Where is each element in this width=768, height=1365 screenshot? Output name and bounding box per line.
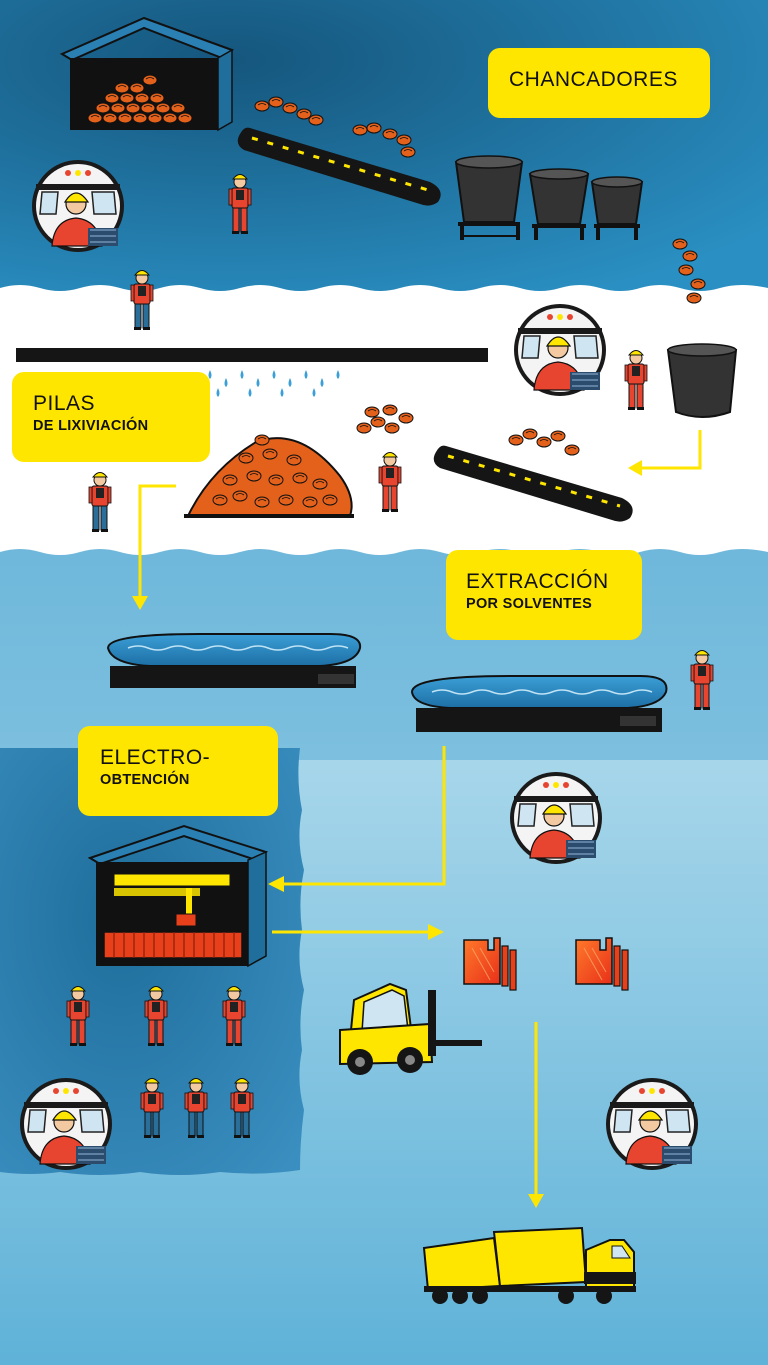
operator-icon (31, 159, 125, 253)
ore-warehouse (59, 16, 235, 132)
operator-icon (605, 1077, 699, 1171)
crusher-icon (528, 168, 590, 240)
truck-icon (422, 1226, 636, 1304)
label-chancadores-line1: CHANCADORES (509, 68, 678, 91)
pool-icon (410, 675, 668, 732)
label-extraccion-line2: POR SOLVENTES (466, 596, 593, 612)
label-extraccion: EXTRACCIÓN POR SOLVENTES (446, 550, 642, 640)
arrow-icon (272, 924, 444, 940)
pool-icon (106, 633, 362, 688)
arrow-icon (528, 1022, 544, 1208)
crushers (454, 155, 706, 304)
operator-icon (19, 1077, 113, 1171)
label-chancadores: CHANCADORES (488, 48, 710, 118)
arrow-icon (268, 746, 446, 892)
electro-building (87, 824, 269, 968)
label-electro-line2: OBTENCIÓN (100, 772, 190, 788)
conveyor-middle (433, 445, 633, 522)
label-electro-line1: ELECTRO- (100, 746, 211, 769)
label-extraccion-line1: EXTRACCIÓN (466, 570, 609, 593)
crusher-icon (454, 155, 524, 240)
crusher-icon (590, 176, 644, 240)
irrigation-bar (16, 348, 488, 397)
hopper (666, 343, 738, 418)
arrow-icon (628, 430, 702, 476)
conveyor-icon (237, 127, 441, 206)
arrow-icon (132, 484, 176, 610)
top-zone (0, 0, 768, 300)
operator-icon (513, 303, 607, 397)
label-pilas-line2: DE LIXIVIACIÓN (33, 418, 149, 434)
operator-icon (509, 771, 603, 865)
label-electro: ELECTRO- OBTENCIÓN (78, 726, 278, 816)
leach-pile (184, 434, 354, 518)
forklift-icon (339, 982, 482, 1075)
conveyor-icon (433, 445, 633, 522)
label-pilas: PILAS DE LIXIVIACIÓN (12, 372, 210, 462)
conveyor-top (237, 96, 441, 206)
label-pilas-line1: PILAS (33, 392, 96, 415)
